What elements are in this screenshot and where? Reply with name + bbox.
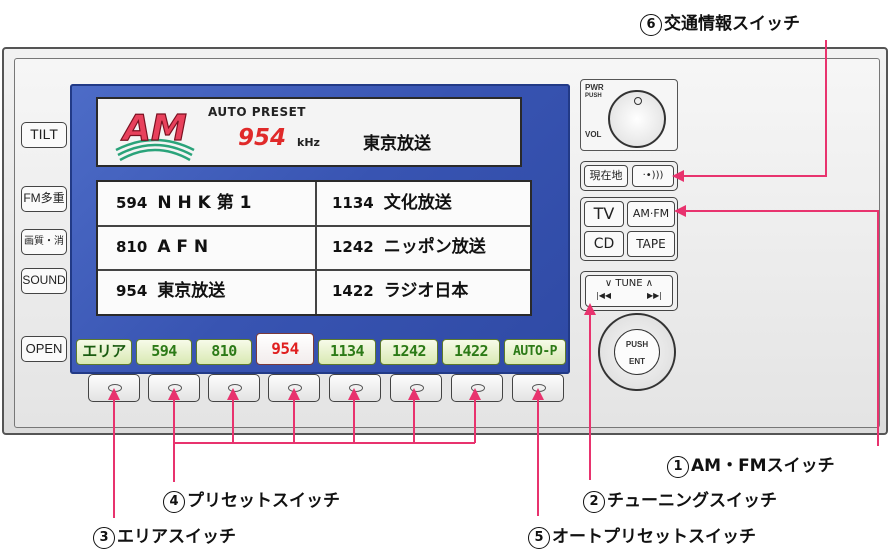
push-label: PUSH [585,93,602,99]
seek-prev-icon: |◀◀ [596,291,611,300]
softkey-preset-954[interactable]: 954 [256,333,314,365]
current-station-name: 東京放送 [363,134,431,154]
softkey-preset-1134[interactable]: 1134 [318,339,376,365]
picture-off-button[interactable]: 画質・消 [21,229,67,255]
softkey-preset-594[interactable]: 594 [136,339,192,365]
pwr-label: PWR [585,83,604,92]
auto-preset-label: AUTO PRESET [208,105,306,119]
am-logo-text: AM [120,108,187,149]
dial-push-label: PUSH [625,340,649,349]
current-frequency: 954 [238,125,287,151]
power-volume-knob[interactable] [608,90,666,148]
softkey-bar: エリア 594 810 954 1134 1242 1422 AUTO-P [74,333,568,367]
now-playing-panel: AUTO PRESET 954 kHz 東京放送 [96,97,522,167]
current-location-button[interactable]: 現在地 [584,165,628,187]
softkey-preset-1242[interactable]: 1242 [380,339,438,365]
softkey-preset-810[interactable]: 810 [196,339,252,365]
enter-button[interactable]: PUSH ENT [614,329,660,375]
frequency-unit: kHz [297,136,320,149]
sound-button[interactable]: SOUND [21,268,67,294]
push-enter-dial[interactable]: PUSH ENT [598,313,676,391]
tape-button[interactable]: TAPE [627,231,675,257]
vol-label: VOL [585,130,602,139]
tune-seek-button[interactable]: ∨ TUNE ∧ |◀◀ ▶▶| [585,275,673,307]
open-button[interactable]: OPEN [21,336,67,362]
softkey-area[interactable]: エリア [76,339,132,365]
seek-next-icon: ▶▶| [647,291,662,300]
tv-button[interactable]: TV [584,201,624,227]
am-band-logo: AM [115,107,195,162]
tilt-button[interactable]: TILT [21,122,67,148]
tune-label: ∨ TUNE ∧ [604,278,654,289]
dial-ent-label: ENT [629,357,645,366]
hard-button-preset-5[interactable] [390,374,442,402]
softkey-auto-preset[interactable]: AUTO-P [504,339,566,365]
cd-button[interactable]: CD [584,231,624,257]
softkey-preset-1422[interactable]: 1422 [442,339,500,365]
am-fm-button[interactable]: AM·FM [627,201,675,227]
fm-multiplex-button[interactable]: FM多重 [21,186,67,212]
